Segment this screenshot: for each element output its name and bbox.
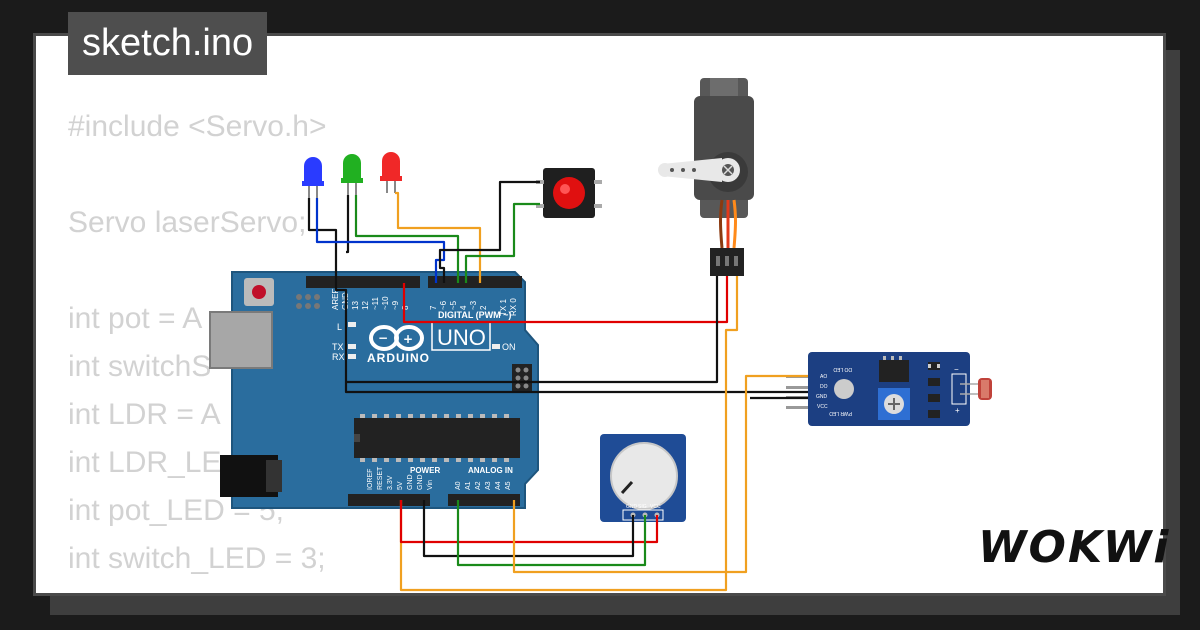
on-label: ON: [502, 342, 516, 352]
ldr-pin-label: GND: [816, 394, 828, 400]
pin-label: A0: [455, 481, 462, 490]
pin-label: A5: [505, 481, 512, 490]
pin-label: ~9: [391, 300, 400, 310]
code-line: int pot_LED = 5;: [68, 494, 284, 527]
pin-label: 5V: [397, 481, 404, 490]
pin-label: GND: [417, 474, 424, 490]
atmega-chip: [354, 418, 520, 458]
pin-label: RX 0: [509, 298, 518, 316]
servo-motor[interactable]: [658, 78, 754, 276]
pin-label: ~5: [449, 300, 458, 310]
usb-connector: [209, 311, 273, 369]
pin-label: IOREF: [367, 469, 374, 490]
pin-label: 3.3V: [387, 475, 394, 490]
svg-text:+: +: [955, 406, 960, 415]
code-line: int LDR = A: [68, 398, 221, 431]
digital-label: DIGITAL (PWM ~): [438, 310, 511, 320]
led-blue[interactable]: [302, 157, 324, 198]
pot-pin-label: VCC: [650, 504, 661, 510]
pin-label: TX 1: [499, 299, 508, 316]
ldr-pin-label: AO: [820, 374, 827, 380]
code-line: int LDR_LE: [68, 446, 222, 479]
potentiometer-module[interactable]: GND SIG VCC: [600, 434, 686, 522]
pin-label: AREF: [331, 289, 340, 310]
pot-pin-label: SIG: [638, 504, 647, 510]
pin-label: 13: [351, 301, 360, 310]
led-green[interactable]: [341, 154, 363, 195]
code-line: int switch_LED = 3;: [68, 542, 326, 575]
power-label: POWER: [410, 466, 440, 475]
pot-pin-label: GND: [626, 504, 638, 510]
pin-label: ~6: [439, 300, 448, 310]
arduino-uno-board[interactable]: AREF GND 13 12 ~11 ~10 ~9 8 7 ~6 ~5 4 ~3…: [209, 271, 539, 509]
pin-label: A4: [495, 481, 502, 490]
pin-label: 2: [479, 305, 488, 310]
wokwi-logo: WOKWi: [978, 522, 1171, 573]
svg-text:−: −: [378, 331, 388, 345]
pin-label: 7: [429, 305, 438, 310]
pin-label: ~10: [381, 296, 390, 310]
code-listing: #include <Servo.h> Servo laserServo; int…: [68, 103, 327, 583]
tx-label: TX: [332, 342, 344, 352]
pin-label: Vin: [427, 480, 434, 490]
board-brand: ARDUINO: [367, 351, 430, 365]
pin-label: A3: [485, 481, 492, 490]
board-model: UNO: [437, 325, 486, 350]
pin-label: A1: [465, 481, 472, 490]
wiring: [307, 180, 808, 592]
pin-label: A2: [475, 481, 482, 490]
code-line: int pot = A: [68, 302, 203, 335]
pin-label: 4: [459, 305, 468, 310]
ldr-led-label: DO LED: [833, 366, 852, 372]
led-red[interactable]: [380, 152, 402, 193]
code-line: #include <Servo.h>: [68, 110, 327, 143]
svg-text:−: −: [954, 365, 959, 374]
pin-label: 8: [401, 305, 410, 310]
pin-label: RESET: [377, 466, 384, 490]
arduino-logo: [369, 325, 424, 351]
pin-label: 12: [361, 301, 370, 310]
pin-label: ~11: [371, 296, 380, 310]
ldr-pin-label: DO: [820, 384, 828, 390]
code-line: Servo laserServo;: [68, 206, 307, 239]
sketch-title: sketch.ino: [68, 12, 268, 75]
pin-label: ~3: [469, 300, 478, 310]
rx-label: RX: [332, 352, 345, 362]
analog-label: ANALOG IN: [468, 466, 513, 475]
led-l-label: L: [337, 322, 342, 332]
code-line: int switchS: [68, 350, 212, 383]
ldr-led-label: PWR LED: [829, 410, 852, 416]
svg-text:+: +: [403, 332, 413, 346]
push-button[interactable]: [536, 168, 602, 218]
pin-label: GND: [407, 474, 414, 490]
ldr-sensor-module[interactable]: AO DO GND VCC DO LED PWR LED − +: [786, 352, 992, 426]
ldr-pin-label: VCC: [817, 404, 828, 410]
